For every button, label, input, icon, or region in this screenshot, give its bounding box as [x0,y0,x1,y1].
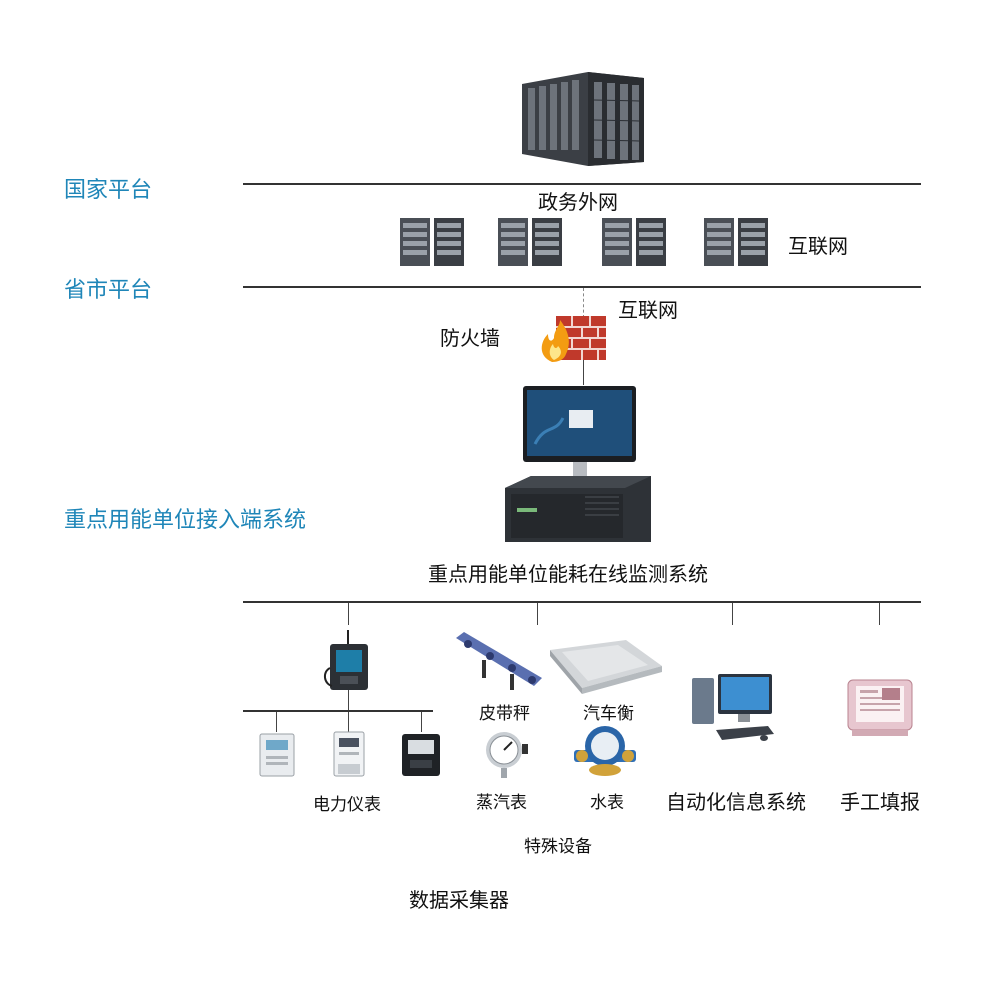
server-icon [498,218,562,266]
national-line [243,183,921,185]
water-meter-icon [574,726,636,776]
electric-meter-label: 电力仪表 [313,795,381,815]
meter-drop-3 [421,712,422,732]
tier-access-label: 重点用能单位接入端系统 [64,508,307,533]
steam-meter-label: 蒸汽表 [476,793,527,813]
meter-drop-1 [276,712,277,732]
belt-scale-icon [456,632,542,690]
server-rack-icon [522,72,644,166]
water-meter-label: 水表 [590,793,624,813]
provincial-line [243,286,921,288]
computer-icon [692,674,774,741]
meter-bus-line [243,710,433,712]
truck-scale-icon [550,640,662,694]
automation-system-label: 自动化信息系统 [666,790,806,814]
special-equipment-label: 特殊设备 [524,837,592,857]
firewall-label: 防火墙 [440,326,500,350]
collector-drop [348,603,349,625]
firewall-icon [541,316,606,362]
manual-form-icon [847,679,913,736]
access-bus-line [243,601,921,603]
internet-label-firewall: 互联网 [618,298,678,322]
meter-drop-2 [348,712,349,732]
collector-to-bus [348,690,349,710]
internet-connector [583,288,585,318]
tier-national-label: 国家平台 [64,178,153,203]
manual-entry-label: 手工填报 [840,790,920,814]
belt-scale-label: 皮带秤 [479,704,530,724]
data-collector-label: 数据采集器 [409,888,509,912]
electric-meter-icon [259,733,295,777]
firewall-connector [583,360,584,385]
server-icon [602,218,666,266]
monitoring-system-label: 重点用能单位能耗在线监测系统 [428,562,708,586]
electric-meter-icon [402,734,440,776]
server-icon [400,218,464,266]
gov-external-network-label: 政务外网 [538,190,618,214]
data-collector-icon [324,630,368,690]
monitoring-workstation-icon [505,386,651,542]
special-drop [537,603,538,625]
tier-provincial-label: 省市平台 [64,278,153,303]
truck-scale-label: 汽车衡 [583,704,634,724]
server-icon [704,218,768,266]
steam-meter-icon [486,732,528,778]
electric-meter-icon [333,731,365,777]
automation-drop [732,603,733,625]
manual-drop [879,603,880,625]
internet-label-servers: 互联网 [788,234,848,258]
